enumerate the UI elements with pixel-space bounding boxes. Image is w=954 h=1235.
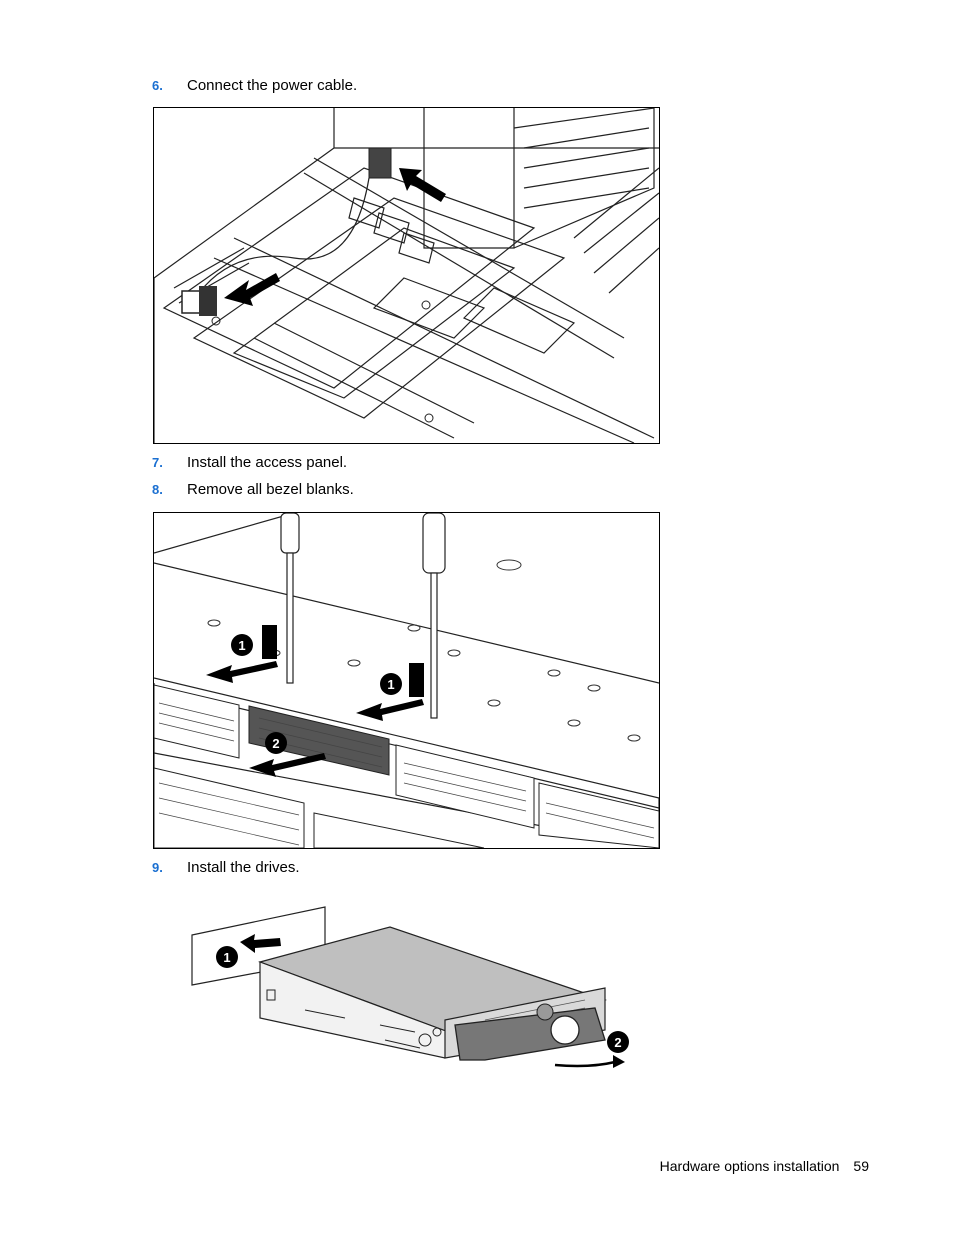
callout-label: 2 bbox=[614, 1035, 621, 1050]
callout-one bbox=[231, 634, 253, 656]
step-text: Remove all bezel blanks. bbox=[187, 481, 354, 498]
step-number: 7. bbox=[152, 455, 163, 470]
figure-install-drive: 1 2 bbox=[185, 900, 635, 1075]
step-number: 8. bbox=[152, 482, 163, 497]
figure-bezel-blanks: 1 1 2 bbox=[153, 512, 660, 849]
callout-two bbox=[265, 732, 287, 754]
callout-label: 1 bbox=[238, 638, 245, 653]
callout-label: 2 bbox=[272, 736, 279, 751]
step-text: Install the access panel. bbox=[187, 454, 348, 471]
callout-label: 1 bbox=[223, 950, 230, 965]
install-drive-illustration: 1 2 bbox=[191, 906, 629, 1068]
step-9: 9. Install the drives. bbox=[152, 859, 300, 877]
arrow-icon bbox=[399, 168, 446, 202]
arrow-icon bbox=[224, 273, 280, 306]
power-cable-illustration bbox=[154, 108, 659, 443]
arrow-icon bbox=[249, 753, 326, 777]
arrow-icon bbox=[613, 1055, 625, 1068]
arrow-icon bbox=[409, 663, 424, 697]
arrow-icon bbox=[240, 934, 281, 953]
footer-section-title: Hardware options installation bbox=[659, 1158, 840, 1174]
bezel-blanks-illustration: 1 1 2 bbox=[154, 513, 659, 848]
step-8: 8. Remove all bezel blanks. bbox=[152, 481, 354, 499]
page-footer: Hardware options installation 59 bbox=[660, 1158, 869, 1174]
callout-one bbox=[380, 673, 402, 695]
step-6: 6. Connect the power cable. bbox=[152, 77, 357, 95]
step-number: 6. bbox=[152, 78, 163, 93]
step-text: Connect the power cable. bbox=[187, 77, 358, 94]
callout-one bbox=[216, 946, 238, 968]
step-text: Install the drives. bbox=[187, 859, 300, 876]
arrow-icon bbox=[262, 625, 277, 659]
callout-label: 1 bbox=[387, 677, 394, 692]
callout-two bbox=[607, 1031, 629, 1053]
figure-power-cable bbox=[153, 107, 660, 444]
arrow-icon bbox=[206, 661, 278, 683]
arrow-icon bbox=[356, 699, 424, 721]
step-number: 9. bbox=[152, 860, 163, 875]
step-7: 7. Install the access panel. bbox=[152, 454, 347, 472]
page-number: 59 bbox=[853, 1158, 869, 1174]
